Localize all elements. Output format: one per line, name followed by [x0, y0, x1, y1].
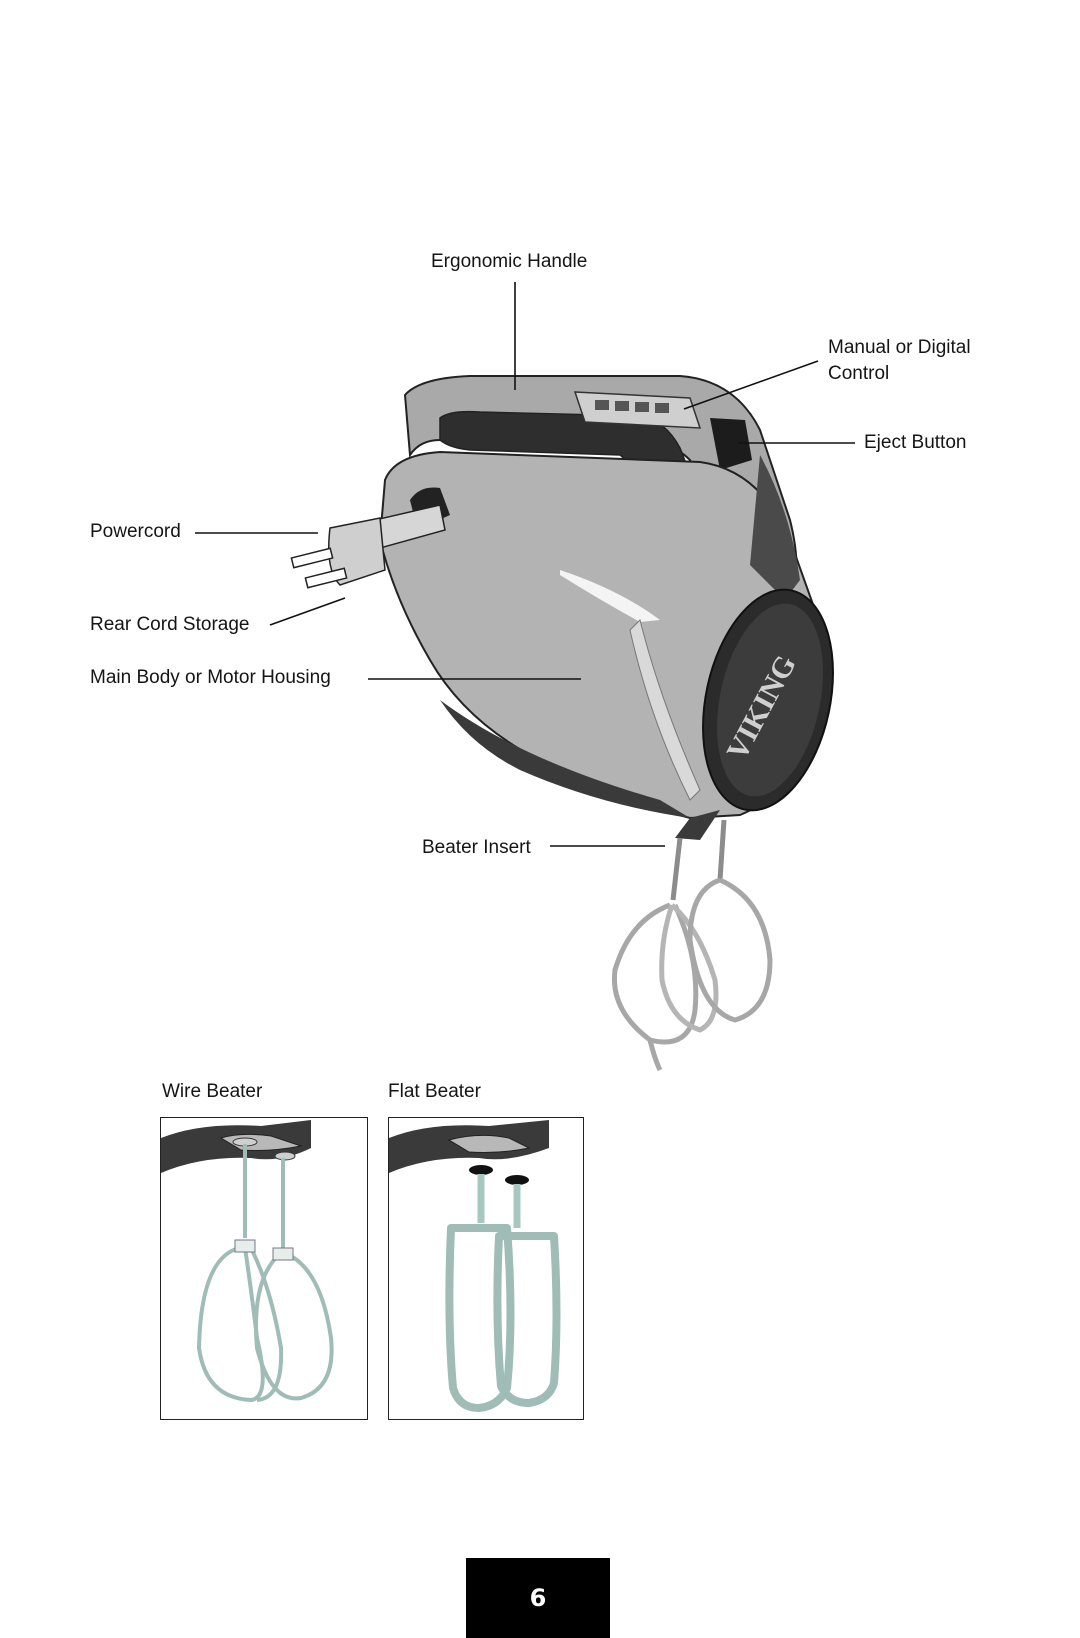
label-ergonomic-handle: Ergonomic Handle — [431, 251, 588, 272]
label-wire-beater: Wire Beater — [162, 1081, 263, 1102]
attached-beaters — [611, 819, 773, 1072]
label-main-body: Main Body or Motor Housing — [90, 667, 331, 688]
label-manual-control-line2: Control — [828, 363, 890, 384]
leader-lines — [195, 282, 855, 847]
label-manual-control-line1: Manual or Digital — [828, 337, 971, 358]
manual-digital-control — [573, 391, 702, 429]
label-powercord: Powercord — [90, 521, 181, 542]
label-manual-digital-control: Manual or Digital Control — [828, 335, 971, 387]
label-eject-button: Eject Button — [864, 432, 967, 453]
powercord-plug — [290, 487, 450, 589]
label-rear-cord-storage: Rear Cord Storage — [90, 614, 250, 635]
flat-beater-illustration — [389, 1120, 561, 1412]
flat-beater-panel — [388, 1117, 584, 1420]
wire-beater-illustration — [161, 1120, 334, 1403]
viking-logo-cap: VIKING — [702, 588, 834, 812]
label-beater-insert: Beater Insert — [422, 837, 531, 858]
label-flat-beater: Flat Beater — [388, 1081, 481, 1102]
eject-button-shape — [710, 418, 752, 470]
page-number-box: 6 — [466, 1558, 610, 1638]
page-number: 6 — [529, 1584, 547, 1612]
wire-beater-panel — [160, 1117, 368, 1420]
